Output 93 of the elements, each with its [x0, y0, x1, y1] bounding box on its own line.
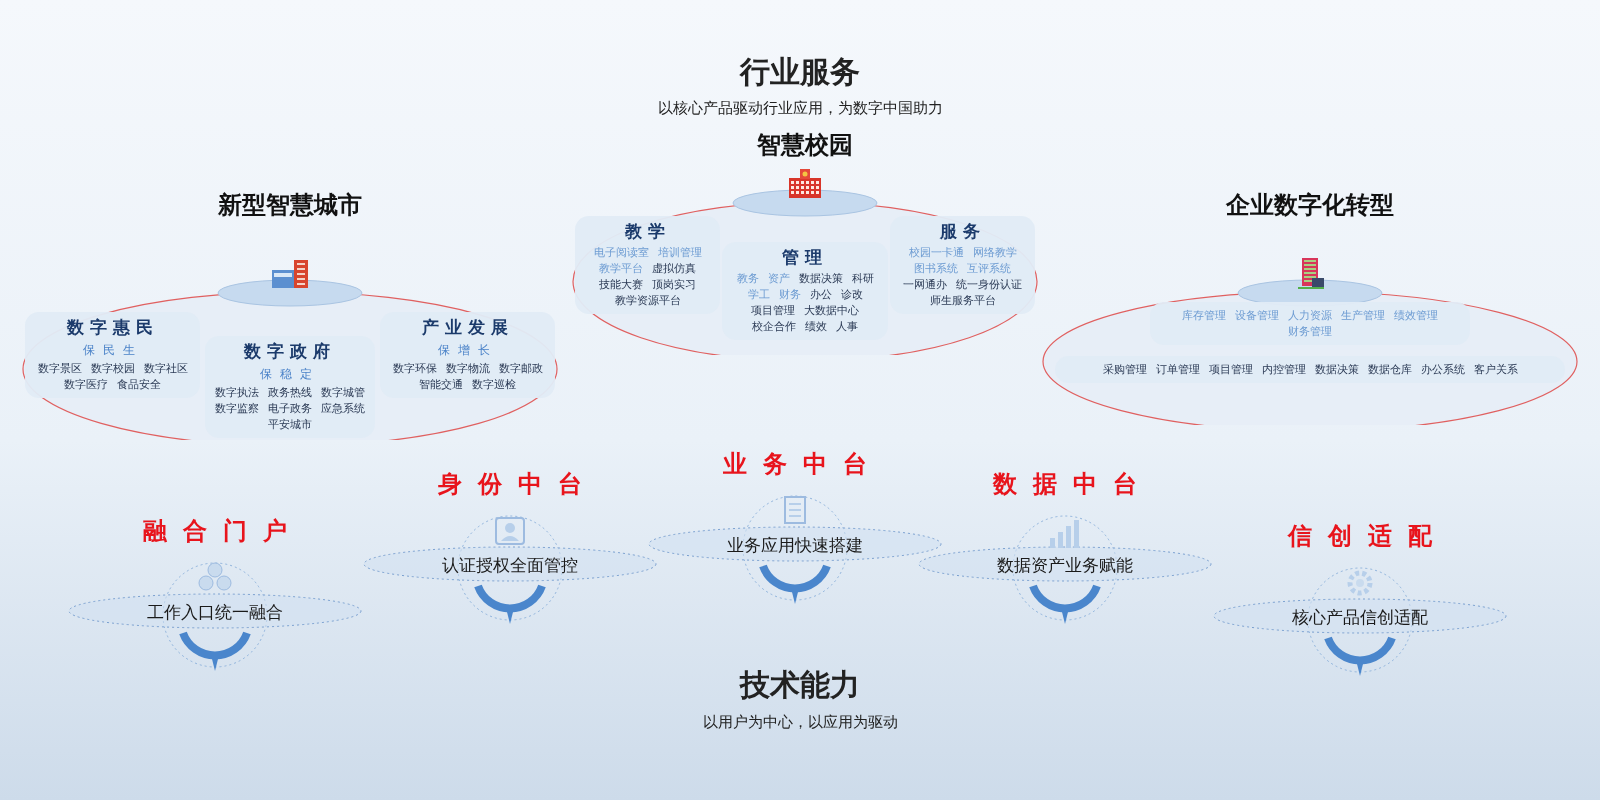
capability-description: 核心产品信创适配 — [1292, 606, 1428, 629]
platform-title: 智慧校园 — [757, 130, 853, 160]
capability-title: 数据中台 — [991, 469, 1153, 500]
item-label: 应急系统 — [321, 402, 365, 416]
item-label: 数字监察 — [215, 402, 259, 416]
item-label: 校园一卡通 — [908, 246, 964, 260]
ring-segment — [380, 312, 555, 398]
capability-description: 认证授权全面管控 — [442, 554, 578, 577]
ring-segment — [25, 312, 200, 398]
platform-disc — [20, 190, 560, 440]
item-label: 办公系统 — [1420, 363, 1465, 377]
item-label: 电子阅读室 — [593, 246, 649, 260]
segment-subtitle: 保增长 — [437, 342, 498, 359]
capability-title: 身份中台 — [437, 469, 598, 500]
capability-description: 业务应用快速搭建 — [727, 534, 863, 557]
item-label: 电子政务 — [268, 402, 312, 416]
item-label: 数字校园 — [90, 362, 135, 376]
item-label: 数字邮政 — [498, 362, 543, 376]
item-label: 教务 — [736, 272, 759, 286]
section-title: 技术能力 — [740, 666, 860, 704]
item-label: 财务 — [778, 288, 801, 302]
capability-title: 融合门户 — [142, 516, 303, 547]
item-label: 库存管理 — [1182, 309, 1226, 323]
item-label: 项目管理 — [1208, 363, 1253, 377]
item-label: 教学平台 — [599, 262, 643, 276]
item-label: 学工 — [747, 288, 770, 302]
item-label: 内控管理 — [1261, 363, 1306, 377]
segment-title: 产业发展 — [421, 316, 514, 339]
subtitle: 以用户为中心，以应用为驱动 — [702, 713, 898, 732]
item-label: 智能交通 — [419, 378, 463, 392]
item-label: 师生服务平台 — [929, 294, 996, 308]
item-label: 人力资源 — [1288, 309, 1332, 323]
item-label: 顶岗实习 — [652, 278, 696, 292]
capability-description: 工作入口统一融合 — [147, 601, 283, 624]
capability-title: 业务中台 — [722, 449, 883, 480]
item-label: 数据决策 — [798, 272, 843, 286]
item-label: 绩效 — [805, 320, 827, 334]
segment-title: 教学 — [624, 220, 671, 243]
item-label: 科研 — [851, 272, 874, 286]
item-label: 平安城市 — [268, 418, 312, 432]
platform-title: 企业数字化转型 — [1226, 190, 1394, 220]
item-label: 校企合作 — [752, 320, 796, 334]
segment-title: 数字政府 — [244, 340, 336, 363]
subtitle: 以核心产品驱动行业应用，为数字中国助力 — [657, 99, 943, 118]
item-label: 一网通办 — [903, 278, 947, 292]
segment-subtitle: 保稳定 — [260, 366, 320, 383]
item-label: 数字环保 — [392, 362, 437, 376]
item-label: 设备管理 — [1235, 309, 1279, 323]
item-label: 数字物流 — [445, 362, 490, 376]
item-label: 诊改 — [840, 288, 863, 302]
ring-segment — [890, 216, 1035, 314]
item-label: 生产管理 — [1341, 309, 1385, 323]
item-label: 客户关系 — [1473, 363, 1518, 377]
item-label: 办公 — [809, 288, 832, 302]
item-label: 资产 — [767, 272, 790, 286]
item-label: 数字景区 — [37, 362, 82, 376]
item-label: 数据决策 — [1314, 363, 1359, 377]
ring-segment — [1150, 302, 1470, 345]
item-label: 图书系统 — [914, 262, 958, 276]
platform-disc — [570, 130, 1040, 355]
segment-title: 服务 — [939, 220, 986, 243]
page-title: 行业服务 — [740, 53, 860, 91]
item-label: 统一身份认证 — [956, 278, 1022, 292]
item-label: 数字巡检 — [472, 378, 516, 392]
item-label: 人事 — [836, 320, 858, 334]
item-label: 数字执法 — [215, 386, 259, 400]
item-label: 采购管理 — [1102, 363, 1147, 377]
item-label: 教学资源平台 — [614, 294, 681, 308]
ring-segment — [1055, 356, 1565, 383]
item-label: 数据仓库 — [1367, 363, 1412, 377]
item-label: 绩效管理 — [1394, 309, 1438, 323]
segment-subtitle: 保民生 — [82, 342, 143, 359]
capability-description: 数据资产业务赋能 — [997, 554, 1133, 577]
segment-title: 数字惠民 — [66, 316, 159, 339]
item-label: 技能大赛 — [599, 278, 643, 292]
item-label: 食品安全 — [117, 378, 161, 392]
capability-title: 信创适配 — [1286, 521, 1448, 552]
item-label: 网络教学 — [972, 246, 1017, 260]
item-label: 互评系统 — [967, 262, 1011, 276]
item-label: 数字城管 — [321, 386, 365, 400]
item-label: 数字社区 — [143, 362, 188, 376]
item-label: 订单管理 — [1155, 363, 1200, 377]
segment-title: 管理 — [782, 246, 828, 269]
item-label: 大数据中心 — [804, 304, 859, 318]
platform-disc — [1040, 190, 1580, 425]
item-label: 培训管理 — [657, 246, 702, 260]
item-label: 项目管理 — [751, 304, 795, 318]
item-label: 数字医疗 — [64, 378, 108, 392]
item-label: 政务热线 — [268, 386, 312, 400]
platform-title: 新型智慧城市 — [218, 190, 362, 220]
ring-segment — [575, 216, 720, 314]
item-label: 虚拟仿真 — [652, 262, 696, 276]
item-label: 财务管理 — [1288, 325, 1332, 339]
